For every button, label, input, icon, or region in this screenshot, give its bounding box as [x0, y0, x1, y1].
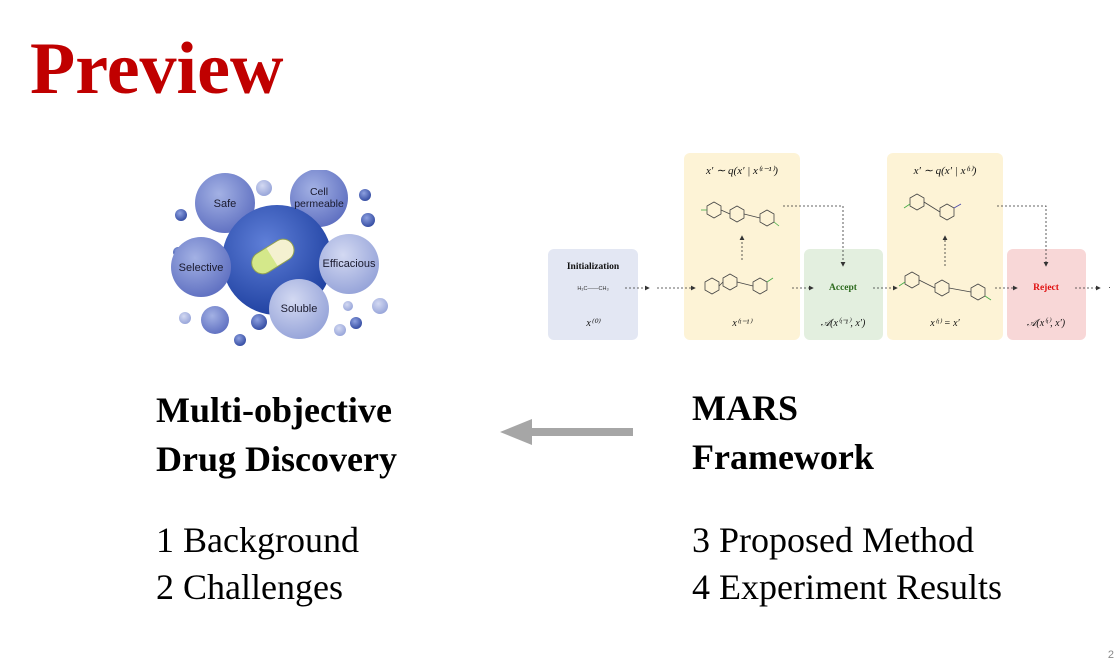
- bubble-dot: [334, 324, 346, 336]
- right-heading-line2: Framework: [692, 437, 874, 477]
- proposal-2-formula: x′ ∼ q(x′ | x⁽ᵗ⁾): [913, 165, 977, 177]
- bubble-dot: [359, 189, 371, 201]
- capsule-icon: [251, 238, 295, 275]
- accept-formula: 𝒜(x⁽ᵗ⁻¹⁾, x′): [821, 317, 866, 329]
- bubble-selective: [171, 237, 231, 297]
- molecule-current-1: [704, 273, 774, 295]
- label-efficacious: Efficacious: [323, 258, 376, 270]
- left-heading-line2: Drug Discovery: [156, 439, 397, 479]
- bubble-dot: [256, 180, 272, 196]
- item-proposed-method: 3 Proposed Method: [692, 520, 974, 560]
- drug-properties-bubble-chart: Safe Cell permeable Selective Efficaciou…: [171, 170, 388, 346]
- flow-arrows: [625, 205, 1101, 291]
- x-prev-label: x⁽ᵗ⁻¹⁾: [731, 318, 753, 329]
- bubble-dot: [372, 298, 388, 314]
- right-heading-line1: MARS: [692, 388, 798, 428]
- bubble-dot: [234, 334, 246, 346]
- bubble-dot: [350, 317, 362, 329]
- left-arrow-icon: [500, 419, 633, 445]
- right-heading: MARS Framework: [692, 384, 874, 482]
- init-molecule: H₃C——CH₃: [577, 286, 608, 292]
- continuation-dots: ·: [1108, 282, 1111, 292]
- left-heading-line1: Multi-objective: [156, 390, 392, 430]
- right-items: 3 Proposed Method 4 Experiment Results: [692, 517, 1002, 611]
- bubble-dot: [175, 209, 187, 221]
- molecule-proposed-2: [903, 193, 962, 221]
- x-t-label: x⁽ᵗ⁾ = x′: [929, 318, 960, 329]
- reject-box: [1007, 249, 1086, 340]
- reject-formula: 𝒜(x⁽ᵗ⁾, x′): [1027, 317, 1066, 329]
- slide-title: Preview: [30, 28, 284, 110]
- label-selective: Selective: [179, 262, 224, 274]
- item-challenges: 2 Challenges: [156, 567, 343, 607]
- initialization-box: [548, 249, 638, 340]
- bubble-efficacious: [319, 234, 379, 294]
- mars-framework-diagram: Initialization H₃C——CH₃ x⁽⁰⁾ x′ ∼ q(x′ |…: [548, 153, 1111, 340]
- bubble-dot: [251, 314, 267, 330]
- accept-box: [804, 249, 883, 340]
- init-label: Initialization: [567, 262, 620, 272]
- left-heading: Multi-objective Drug Discovery: [156, 386, 397, 484]
- proposal-1-formula: x′ ∼ q(x′ | x⁽ᵗ⁻¹⁾): [705, 165, 778, 177]
- bubble-dot: [179, 312, 191, 324]
- label-permeable: permeable: [294, 198, 344, 210]
- bubble-dot: [343, 301, 353, 311]
- item-background: 1 Background: [156, 520, 359, 560]
- label-safe: Safe: [214, 198, 237, 210]
- bubble-dot: [361, 213, 375, 227]
- page-number: 2: [1107, 649, 1114, 661]
- label-cell: Cell: [310, 186, 328, 198]
- item-experiment-results: 4 Experiment Results: [692, 567, 1002, 607]
- reject-label: Reject: [1033, 283, 1060, 293]
- label-soluble: Soluble: [281, 303, 318, 315]
- bubble-safe: [195, 173, 255, 233]
- bubble-dot: [201, 306, 229, 334]
- bubble-soluble: [269, 279, 329, 339]
- proposal-box-2: [887, 153, 1003, 340]
- molecule-current-2: [898, 271, 992, 301]
- x0-label: x⁽⁰⁾: [585, 318, 601, 329]
- molecule-proposed-1: [701, 201, 780, 227]
- left-items: 1 Background 2 Challenges: [156, 517, 359, 611]
- accept-label: Accept: [829, 283, 858, 293]
